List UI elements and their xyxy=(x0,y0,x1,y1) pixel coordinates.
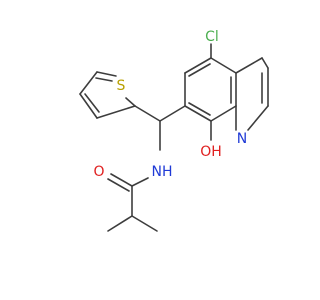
pyridine-ring xyxy=(235,57,269,131)
bond xyxy=(125,97,136,107)
bond xyxy=(96,105,136,119)
bond xyxy=(79,93,98,119)
bond xyxy=(261,57,269,69)
bond xyxy=(110,173,133,187)
amide-nh-label: NH xyxy=(152,164,173,180)
bond xyxy=(247,105,269,131)
bond xyxy=(188,63,211,77)
hydroxyl-label: OH xyxy=(200,144,222,160)
bond xyxy=(235,57,263,74)
bond xyxy=(107,215,133,232)
ring-nitrogen-label: N xyxy=(237,131,247,147)
bond xyxy=(96,71,117,77)
sulfur-label: S xyxy=(117,78,126,94)
bond xyxy=(159,105,186,122)
molecule-drawing: Cl S N OH NH O xyxy=(79,29,269,232)
bond xyxy=(95,77,113,82)
bond xyxy=(210,105,237,122)
bond xyxy=(134,105,161,122)
bond xyxy=(131,177,149,187)
bond xyxy=(79,71,98,95)
bond xyxy=(184,105,212,122)
benzo-ring xyxy=(184,57,237,122)
bond xyxy=(84,93,100,113)
structure-canvas: Cl S N OH NH O xyxy=(79,29,269,232)
bond xyxy=(184,57,212,74)
bond xyxy=(107,178,130,192)
chlorine-label: Cl xyxy=(205,29,219,45)
thiophene-ring xyxy=(79,71,136,119)
bond xyxy=(131,215,158,232)
bond xyxy=(210,57,237,74)
carbonyl-oxygen-label: O xyxy=(93,164,104,180)
bond xyxy=(188,102,211,116)
